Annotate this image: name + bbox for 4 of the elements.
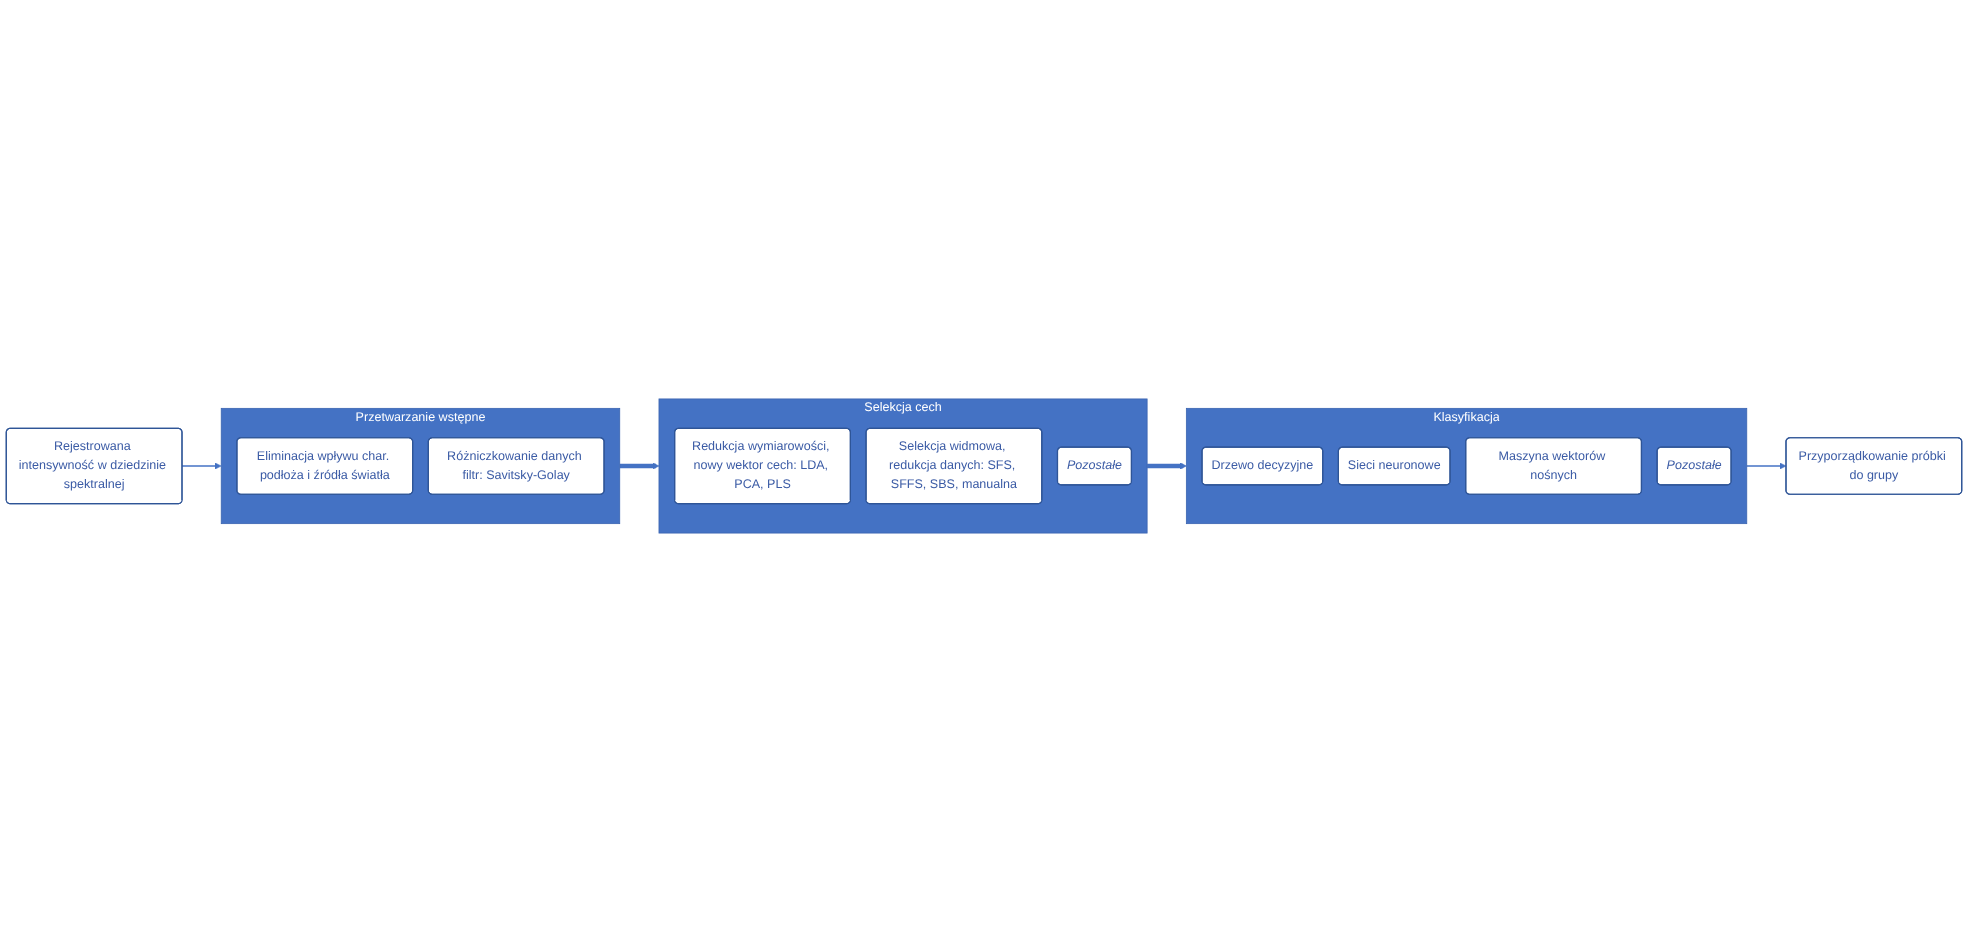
- arrow: [619, 462, 660, 470]
- arrow: [181, 462, 222, 470]
- arrow: [1147, 462, 1187, 470]
- arrow: [1746, 462, 1787, 470]
